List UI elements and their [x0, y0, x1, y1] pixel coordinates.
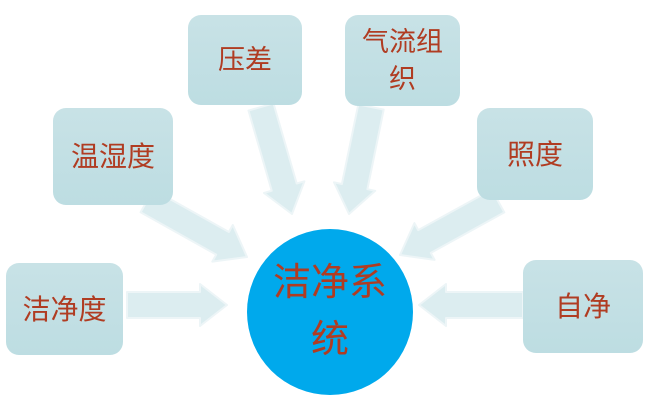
factor-label-cleanliness: 洁净度	[22, 293, 107, 325]
factor-box-self-purification: 自净	[523, 260, 643, 353]
factor-label-temperature-humidity: 温湿度	[70, 141, 155, 172]
factor-label-airflow-organization: 气流组织	[362, 26, 443, 94]
arrow-illuminance-to-center	[399, 188, 506, 261]
factor-box-pressure-difference: 压差	[188, 15, 302, 105]
factor-label-self-purification: 自净	[554, 291, 611, 322]
arrow-pressure-difference-to-center	[247, 102, 306, 215]
arrow-cleanliness-to-center	[126, 283, 228, 327]
factor-box-illuminance: 照度	[477, 108, 593, 200]
factor-box-temperature-humidity: 温湿度	[53, 108, 173, 205]
factor-label-pressure-difference: 压差	[218, 44, 272, 75]
clean-system-center-circle: 洁净系统	[247, 229, 413, 395]
factor-label-illuminance: 照度	[506, 138, 563, 170]
arrow-self-purification-to-center	[418, 283, 524, 327]
factor-box-airflow-organization: 气流组织	[345, 15, 460, 106]
factor-box-cleanliness: 洁净度	[6, 263, 123, 355]
center-circle-label: 洁净系统	[272, 262, 387, 361]
arrow-airflow-to-center	[333, 103, 385, 215]
